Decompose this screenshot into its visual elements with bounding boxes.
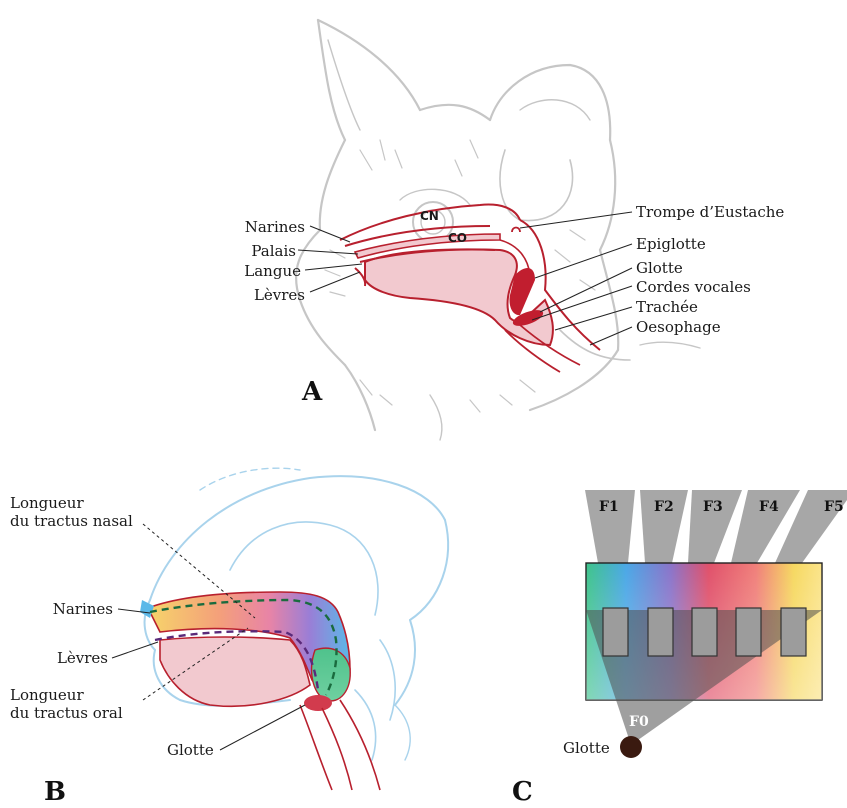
- label-narines-b: Narines: [53, 600, 113, 618]
- panel-b: Longueur du tractus nasal Narines Lèvres…: [10, 468, 448, 807]
- oral-cavity-label: CO: [448, 231, 467, 245]
- label-trompe-eustache: Trompe d’Eustache: [636, 203, 784, 221]
- panel-letter-c: C: [512, 777, 533, 807]
- label-langue-a: Langue: [244, 262, 301, 280]
- formant-f1: F1: [599, 499, 619, 515]
- glottis-source: [620, 736, 642, 758]
- formant-f4: F4: [759, 499, 779, 515]
- label-nasal-length-line2: du tractus nasal: [10, 512, 133, 530]
- formant-f3: F3: [703, 499, 723, 515]
- nasal-cavity-label: CN: [420, 209, 439, 223]
- fundamental-f0: F0: [629, 714, 649, 730]
- label-trachee: Trachée: [636, 298, 698, 316]
- label-cordes-vocales: Cordes vocales: [636, 278, 751, 296]
- panel-a: CN CO Narines Palais Langue Lèvres Tromp…: [244, 20, 784, 440]
- vocal-tract-b: [140, 592, 380, 790]
- label-palais-a: Palais: [251, 242, 296, 260]
- formant-f5: F5: [824, 499, 844, 515]
- label-glotte-a: Glotte: [636, 259, 683, 277]
- panel-letter-a: A: [301, 377, 323, 407]
- formant-f2: F2: [654, 499, 674, 515]
- label-epiglotte: Epiglotte: [636, 235, 706, 253]
- label-nasal-length-line1: Longueur: [10, 494, 84, 512]
- label-oral-length-line2: du tractus oral: [10, 704, 123, 722]
- label-narines-a: Narines: [245, 218, 305, 236]
- label-glotte-c: Glotte: [563, 739, 610, 757]
- label-glotte-b: Glotte: [167, 741, 214, 759]
- vocal-tract-a: CN CO: [340, 205, 600, 372]
- label-oesophage: Oesophage: [636, 318, 721, 336]
- label-levres-a: Lèvres: [254, 286, 305, 304]
- panel-letter-b: B: [44, 777, 66, 807]
- label-oral-length-line1: Longueur: [10, 686, 84, 704]
- cat-head-sketch: [296, 20, 700, 440]
- panel-c: F1 F2 F3 F4 F5 F0 Glotte C: [512, 490, 847, 807]
- label-levres-b: Lèvres: [57, 649, 108, 667]
